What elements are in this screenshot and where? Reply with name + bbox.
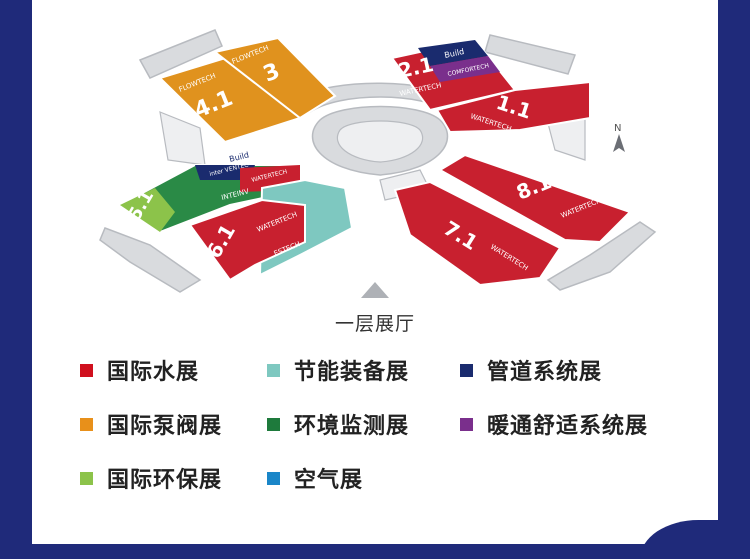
legend-label: 国际泵阀展 (107, 414, 223, 439)
legend-label: 空气展 (294, 468, 364, 493)
legend-swatch (267, 417, 280, 431)
legend-swatch (460, 363, 473, 377)
legend-item-pump-valve: 国际泵阀展 (80, 409, 222, 439)
hall-7-1-shape (393, 180, 562, 287)
hall-1-1-shape (435, 80, 591, 134)
legend-swatch (460, 417, 473, 431)
legend-item-env-monitoring: 环境监测展 (267, 409, 409, 439)
hall-5-1-light-green (120, 188, 175, 232)
hall-2-1-navy-block (418, 40, 488, 66)
frame-right-border (718, 0, 750, 559)
hall-8-1: 8.1 WATERTECH (438, 153, 632, 244)
legend-label: 国际水展 (107, 360, 200, 385)
hall-2-1-brand-build: Build (444, 47, 466, 60)
legend-item-energy-saving: 节能装备展 (267, 355, 409, 385)
compass: N (613, 123, 625, 152)
frame-left-border (0, 0, 32, 559)
legend-item-hvac: 暖通舒适系统展 (460, 409, 648, 439)
legend-item-air: 空气展 (267, 463, 363, 493)
walkway-e (546, 221, 657, 291)
walkway-ne (484, 34, 576, 75)
hall-3-1: FLOWTECH 3 (212, 36, 337, 120)
legend-label: 节能装备展 (294, 360, 410, 385)
legend-label: 暖通舒适系统展 (487, 414, 649, 439)
hall-2-1-purple-block (430, 56, 500, 82)
legend-label: 环境监测展 (294, 414, 410, 439)
walkway-nw (138, 29, 223, 79)
frame-corner-curve (640, 520, 750, 559)
hall-6-1: WATERTECH ESTECH 6.1 (188, 178, 354, 282)
legend-swatch (267, 363, 280, 377)
legend-item-env-protection: 国际环保展 (80, 463, 222, 493)
compass-arrow-icon (613, 134, 625, 152)
floor-title: 一层展厅 (334, 313, 415, 335)
hall-8-1-shape (438, 153, 632, 244)
frame-bottom-border (0, 544, 750, 559)
legend-item-intl-water: 国际水展 (80, 355, 199, 385)
hall-3-1-shape (212, 36, 337, 120)
entrance-marker-icon (361, 282, 389, 298)
legend-swatch (80, 471, 93, 485)
legend-swatch (80, 363, 93, 377)
hall-6-1-shape (188, 198, 306, 282)
legend-label: 管道系统展 (487, 360, 603, 385)
floor-map: FLOWTECH 4.1 FLOWTECH 3 Build COMFORTECH… (99, 29, 657, 298)
legend-label: 国际环保展 (107, 468, 223, 493)
hall-1-1: 1.1 WATERTECH (435, 80, 591, 134)
compass-label: N (614, 123, 621, 134)
legend-swatch (267, 471, 280, 485)
legend-item-pipe-system: 管道系统展 (460, 355, 602, 385)
walkway-w (99, 227, 202, 293)
hall-2-1: Build COMFORTECH 2.1 WATERTECH (390, 38, 517, 112)
plaza-center (336, 120, 424, 163)
legend-swatch (80, 417, 93, 431)
hall-7-1: 7.1 WATERTECH (393, 180, 562, 287)
